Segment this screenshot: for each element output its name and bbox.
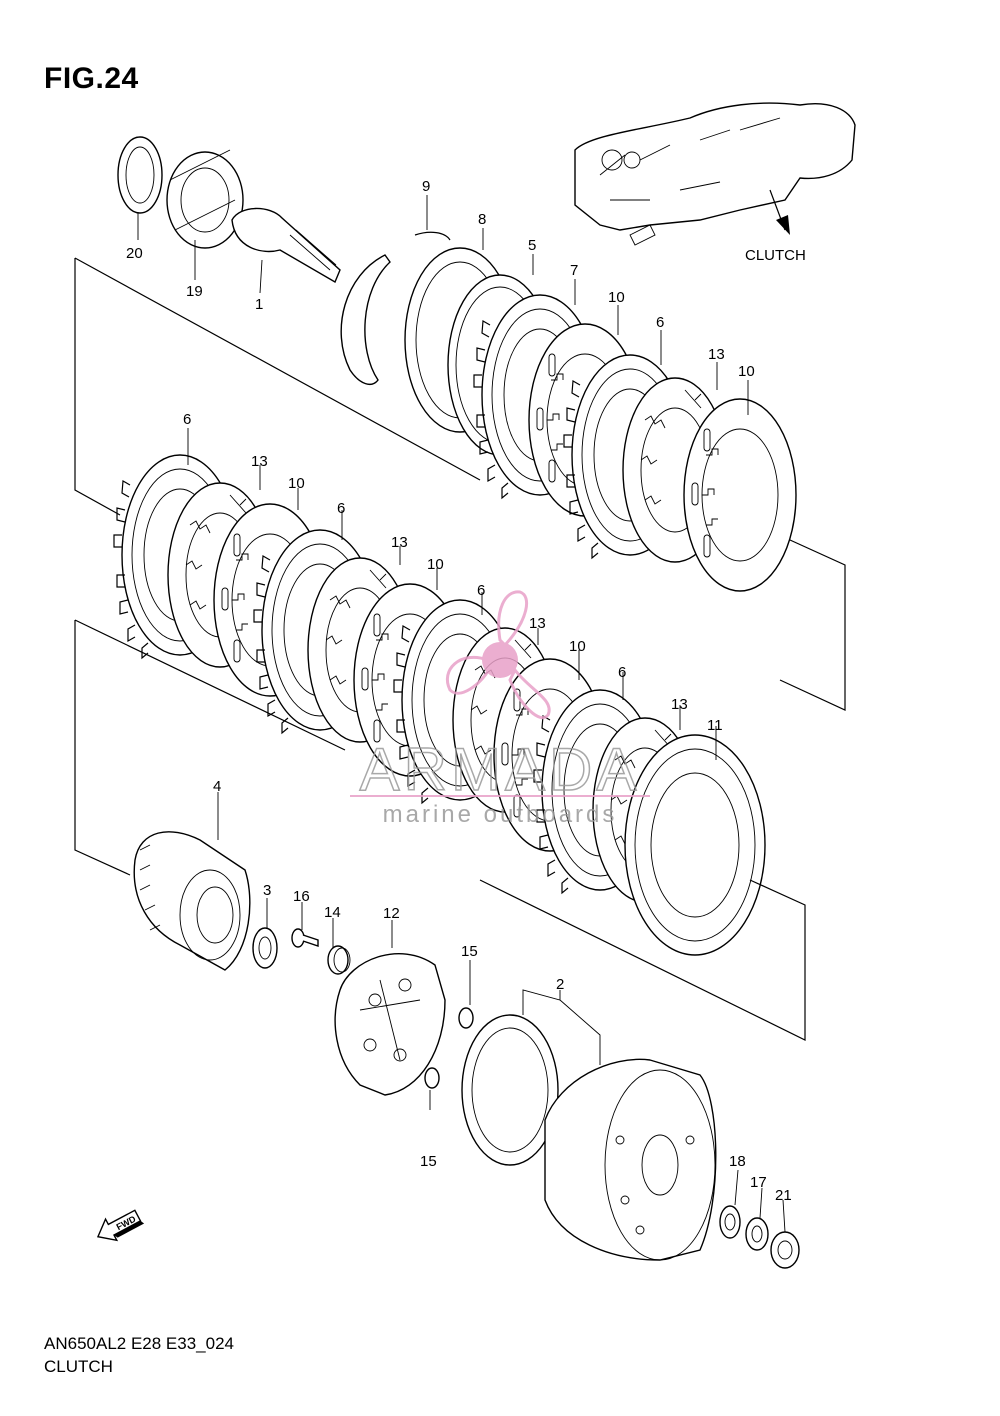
shaft-part bbox=[231, 207, 341, 284]
propeller-logo-icon bbox=[446, 590, 551, 719]
section-name: CLUTCH bbox=[44, 1357, 113, 1376]
callout-1: 1 bbox=[255, 296, 263, 313]
callout-10a: 10 bbox=[608, 289, 625, 306]
callout-4: 4 bbox=[213, 778, 221, 795]
callout-17: 17 bbox=[750, 1174, 767, 1191]
callout-21: 21 bbox=[775, 1187, 792, 1204]
fwd-arrow-icon: FWD bbox=[96, 1209, 145, 1242]
inset-clutch-label: CLUTCH bbox=[745, 247, 806, 264]
end-plate-11 bbox=[624, 734, 766, 956]
watermark-tagline: marine outboards bbox=[383, 801, 618, 828]
callout-2: 2 bbox=[556, 976, 564, 993]
roller-15a bbox=[458, 1007, 474, 1029]
upper-bracket-frame bbox=[74, 257, 846, 711]
callout-13e: 13 bbox=[671, 696, 688, 713]
bearing-part bbox=[166, 149, 244, 249]
callout-10b: 10 bbox=[738, 363, 755, 380]
callout-19: 19 bbox=[186, 283, 203, 300]
armada-watermark: ARMADA marine outboards bbox=[350, 590, 650, 828]
callout-10e: 10 bbox=[569, 638, 586, 655]
callout-10c: 10 bbox=[288, 475, 305, 492]
callout-10d: 10 bbox=[427, 556, 444, 573]
clutch-hub-4 bbox=[133, 831, 251, 971]
disc-plate-10b bbox=[683, 398, 797, 592]
callout-14: 14 bbox=[324, 904, 341, 921]
roller-15b bbox=[424, 1067, 440, 1089]
callout-13d: 13 bbox=[529, 615, 546, 632]
callout-15a: 15 bbox=[461, 943, 478, 960]
callout-3: 3 bbox=[263, 882, 271, 899]
model-code: AN650AL2 E28 E33_024 bbox=[44, 1334, 234, 1353]
callout-5: 5 bbox=[528, 237, 536, 254]
figure-title: FIG.24 bbox=[44, 62, 139, 95]
callout-13a: 13 bbox=[708, 346, 725, 363]
callout-9: 9 bbox=[422, 178, 430, 195]
callout-11: 11 bbox=[707, 717, 723, 734]
lower-bracket-frame bbox=[74, 619, 806, 1041]
callout-13b: 13 bbox=[251, 453, 268, 470]
nut-17 bbox=[745, 1217, 769, 1251]
callout-6b: 6 bbox=[183, 411, 191, 428]
oil-seal-part bbox=[117, 136, 163, 214]
callout-7: 7 bbox=[570, 262, 578, 279]
leader-lines bbox=[137, 195, 786, 1233]
wire-clip-part bbox=[414, 231, 451, 241]
watermark-brand: ARMADA bbox=[360, 736, 641, 803]
callout-6a: 6 bbox=[656, 314, 664, 331]
engine-inset-illustration: CLUTCH bbox=[574, 102, 856, 264]
callout-20: 20 bbox=[126, 245, 143, 262]
circlip-part bbox=[340, 254, 391, 386]
callout-6c: 6 bbox=[337, 500, 345, 517]
callout-13c: 13 bbox=[391, 534, 408, 551]
bolt-16 bbox=[291, 928, 319, 948]
spring-14 bbox=[327, 945, 351, 975]
callout-6d: 6 bbox=[477, 582, 485, 599]
callout-8: 8 bbox=[478, 211, 486, 228]
callout-16: 16 bbox=[293, 888, 310, 905]
bearing-21 bbox=[770, 1231, 800, 1269]
collar-3 bbox=[252, 927, 278, 969]
callout-12: 12 bbox=[383, 905, 400, 922]
callout-6e: 6 bbox=[618, 664, 626, 681]
clutch-center-12 bbox=[334, 953, 446, 1096]
one-way-clutch-2 bbox=[461, 1014, 559, 1166]
callout-15b: 15 bbox=[420, 1153, 437, 1170]
callout-18: 18 bbox=[729, 1153, 746, 1170]
washer-18 bbox=[719, 1205, 741, 1239]
clutch-housing bbox=[544, 1058, 717, 1261]
